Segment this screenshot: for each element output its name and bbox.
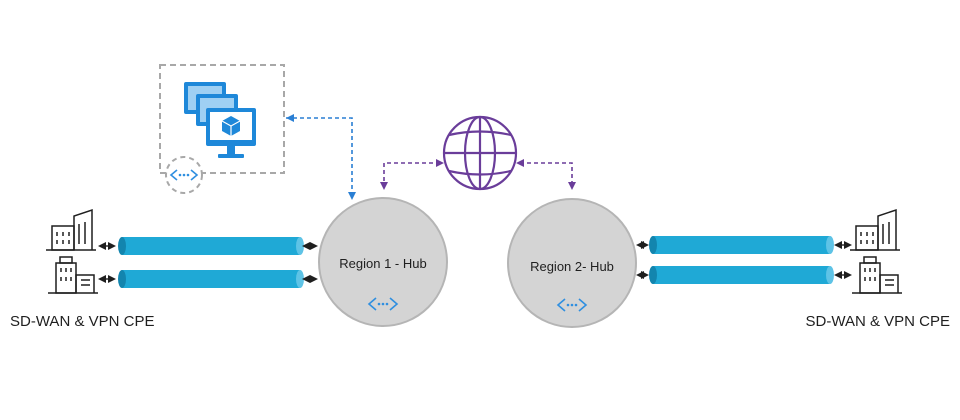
hub1-to-internet-link — [380, 159, 444, 190]
cpe-label-left: SD-WAN & VPN CPE — [10, 313, 154, 330]
right-tunnels — [636, 236, 852, 284]
virtual-network-icon — [556, 298, 588, 312]
office-building-icon — [48, 256, 98, 294]
vm-to-hub-link — [286, 114, 356, 200]
tunnel-pipe — [118, 270, 304, 288]
virtual-network-icon — [367, 297, 399, 311]
office-building-icon — [850, 208, 900, 251]
tunnel-pipe — [649, 236, 834, 254]
office-building-icon — [46, 208, 96, 251]
virtual-network-icon — [169, 169, 199, 181]
vm-group — [159, 64, 285, 194]
vm-vnet-connector — [165, 156, 203, 194]
virtual-machines-icon — [184, 82, 256, 158]
left-tunnels — [98, 237, 318, 288]
hub-label: Region 2- Hub — [530, 259, 614, 274]
office-building-icon — [852, 256, 902, 294]
tunnel-pipe — [118, 237, 304, 255]
hub-region-1: Region 1 - Hub — [318, 197, 448, 327]
globe-icon — [442, 115, 518, 191]
hub2-to-internet-link — [516, 159, 576, 190]
cpe-label-right: SD-WAN & VPN CPE — [806, 313, 950, 330]
hub-region-2: Region 2- Hub — [507, 198, 637, 328]
hub-label: Region 1 - Hub — [339, 256, 426, 271]
tunnel-pipe — [649, 266, 834, 284]
